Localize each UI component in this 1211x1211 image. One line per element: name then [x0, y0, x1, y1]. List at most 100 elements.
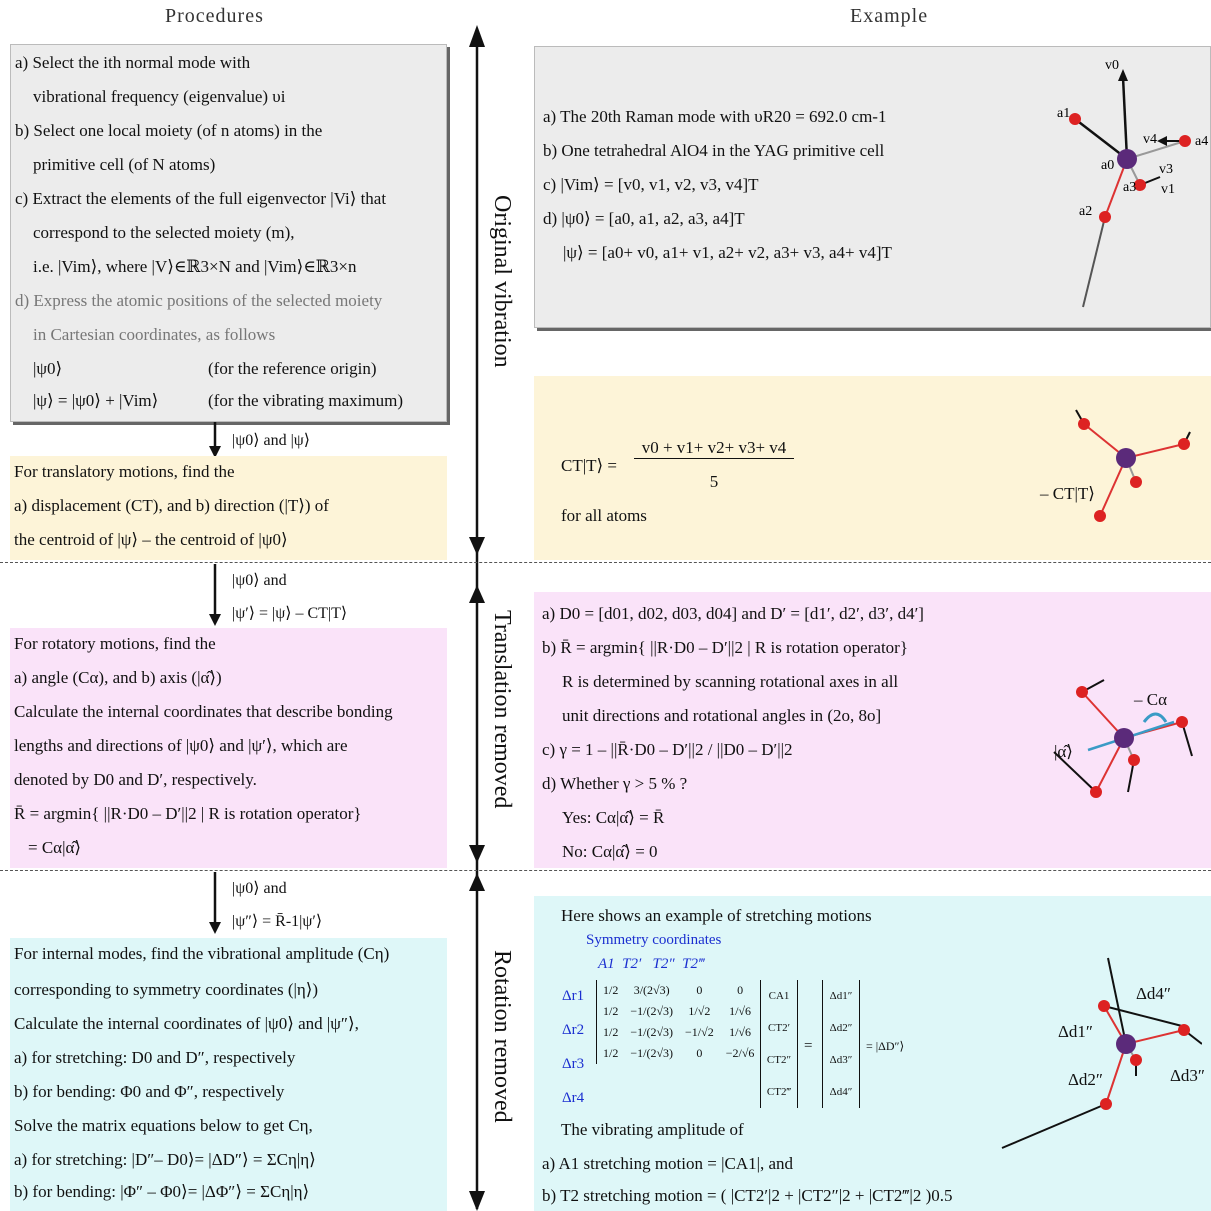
equals-sign: = — [804, 1038, 813, 1054]
c-vector-cell: CT2″ — [766, 1054, 792, 1066]
row-label: Δr2 — [562, 1022, 585, 1038]
label-a4: a4 — [1195, 134, 1208, 149]
step1-line: i.e. |Vim⟩, where |V⟩∈ℝ3×N and |Vim⟩∈ℝ3×… — [33, 257, 357, 276]
step4-line: Calculate the internal coordinates of |ψ… — [14, 1014, 359, 1033]
step1-line: (for the reference origin) — [208, 359, 377, 378]
col-label: A1 — [598, 956, 615, 972]
example1-line: |ψ⟩ = [a0+ v0, a1+ v1, a2+ v2, a3+ v3, a… — [563, 243, 892, 262]
matrix-cell: 0 — [696, 1046, 703, 1060]
example-internal-modes: Here shows an example of stretching moti… — [534, 896, 1211, 1211]
c-vector-cell: CT2′ — [768, 1022, 790, 1034]
matrix-cell: 1/√6 — [729, 1004, 752, 1018]
label-rotation-removed: Rotation removed — [489, 950, 515, 1123]
label-minus-c-alpha: – Cα — [1134, 690, 1167, 709]
step1-line: |ψ⟩ = |ψ0⟩ + |Vim⟩ — [33, 391, 159, 410]
step3-line: For rotatory motions, find the — [14, 634, 216, 653]
arrow2-label: |ψ′⟩ = |ψ⟩ – CT|T⟩ — [232, 605, 348, 622]
step4-line: a) for stretching: D0 and D″, respective… — [14, 1048, 296, 1067]
step3-line: denoted by D0 and D′, respectively. — [14, 770, 257, 789]
row-label: Δr1 — [562, 988, 585, 1004]
flow-arrow-3 — [209, 872, 221, 934]
col-label: T2′ — [622, 956, 642, 972]
symmetry-coordinates-title: Symmetry coordinates — [586, 932, 722, 948]
c-vector-cell: CT2‴ — [766, 1086, 792, 1098]
arrow2-label: |ψ0⟩ and — [232, 572, 287, 589]
step2-line: a) displacement (CT), and b) direction (… — [14, 496, 329, 515]
step4-line: b) for bending: Φ0 and Φ″, respectively — [14, 1082, 285, 1101]
arrow3-label: |ψ″⟩ = R̄-1|ψ′⟩ — [232, 913, 323, 930]
divider-1 — [0, 562, 1211, 563]
symmetry-columns: A1 T2′ T2″ T2‴ — [598, 954, 704, 974]
step1-line: (for the vibrating maximum) — [208, 391, 403, 410]
row-label: Δr3 — [562, 1056, 585, 1072]
step4-line: Solve the matrix equations below to get … — [14, 1116, 313, 1135]
matrix-cell: 1/√6 — [729, 1025, 752, 1039]
translation-label: – CT|T⟩ — [1040, 484, 1095, 503]
arrow3-label: |ψ0⟩ and — [232, 880, 287, 897]
step3-line: Calculate the internal coordinates that … — [14, 702, 393, 721]
step1-line: |ψ0⟩ — [33, 359, 63, 378]
procedure-step-3: For rotatory motions, find the a) angle … — [10, 628, 447, 868]
example3-line: R is determined by scanning rotational a… — [562, 672, 899, 691]
example3-line: No: Cα|α̂⟩ = 0 — [562, 842, 658, 861]
step1-line: primitive cell (of N atoms) — [33, 155, 216, 174]
arrow1-label: |ψ0⟩ and |ψ⟩ — [232, 432, 311, 449]
translation-denominator: 5 — [709, 472, 719, 491]
translation-footnote: for all atoms — [561, 506, 647, 525]
example3-line: Yes: Cα|α̂⟩ = R̄ — [562, 808, 665, 827]
step2-line: the centroid of |ψ⟩ – the centroid of |ψ… — [14, 530, 288, 549]
procedure-step-1: a) Select the ith normal mode with vibra… — [10, 44, 447, 422]
label-v1: v1 — [1161, 182, 1175, 197]
label-delta-d3: Δd3″ — [1170, 1066, 1206, 1085]
step4-line: b) for bending: |Φ″ – Φ0⟩= |ΔΦ″⟩ = ΣCη|η… — [14, 1182, 310, 1201]
procedure-step-4: For internal modes, find the vibrational… — [10, 938, 447, 1211]
example1-line: c) |Vim⟩ = [v0, v1, v2, v3, v4]T — [543, 175, 759, 194]
label-delta-d4: Δd4″ — [1136, 984, 1172, 1003]
label-delta-d2: Δd2″ — [1068, 1070, 1104, 1089]
internal-intro: Here shows an example of stretching moti… — [561, 906, 872, 925]
amplitude-a: a) A1 stretching motion = |CA1|, and — [542, 1154, 794, 1173]
step1-line: in Cartesian coordinates, as follows — [33, 325, 276, 344]
step1-line: vibrational frequency (eigenvalue) υi — [33, 87, 286, 106]
matrix-cell: −2/√6 — [725, 1046, 755, 1060]
step3-line: R̄ = argmin{ ||R·D0 – D′||2 | R is rotat… — [14, 804, 362, 823]
amplitude-title: The vibrating amplitude of — [561, 1120, 744, 1139]
translation-molecule — [1075, 409, 1191, 522]
c-vector-cell: CA1 — [768, 990, 790, 1002]
example-rotation: a) D0 = [d01, d02, d03, d04] and D′ = [d… — [534, 592, 1211, 868]
label-a1: a1 — [1057, 106, 1070, 121]
matrix-cell: 1/√2 — [688, 1004, 711, 1018]
matrix-cell: −1/(2√3) — [630, 1025, 674, 1039]
step4-line: For internal modes, find the vibrational… — [14, 944, 390, 963]
flow-arrow-2 — [209, 564, 221, 626]
example3-line: c) γ = 1 – ||R̄·D0 – D′||2 / ||D0 – D′||… — [542, 740, 793, 759]
label-original-vibration: Original vibration — [489, 195, 515, 368]
step1-line: b) Select one local moiety (of n atoms) … — [15, 121, 323, 140]
example-header: Example — [850, 5, 929, 27]
example3-line: a) D0 = [d01, d02, d03, d04] and D′ = [d… — [542, 604, 924, 623]
example3-line: unit directions and rotational angles in… — [562, 706, 882, 725]
example3-line: d) Whether γ > 5 % ? — [542, 774, 688, 793]
example3-line: b) R̄ = argmin{ ||R·D0 – D′||2 | R is ro… — [542, 638, 908, 657]
delta-d-cell: Δd2″ — [829, 1022, 853, 1034]
col-label: T2‴ — [682, 956, 705, 972]
example1-line: d) |ψ0⟩ = [a0, a1, a2, a3, a4]T — [543, 209, 745, 228]
central-axis-arrow — [469, 25, 485, 1211]
matrix-cell: 1/2 — [603, 1046, 619, 1060]
flow-arrow-1 — [209, 422, 221, 458]
step1-line: a) Select the ith normal mode with — [15, 53, 251, 72]
label-translation-removed: Translation removed — [489, 610, 515, 809]
label-delta-d1: Δd1″ — [1058, 1022, 1094, 1041]
label-a3: a3 — [1123, 180, 1136, 195]
delta-d-cell: Δd4″ — [829, 1086, 853, 1098]
delta-d-cell: Δd3″ — [829, 1054, 853, 1066]
matrix-cell: −1/(2√3) — [630, 1004, 674, 1018]
matrix-cell: −1/(2√3) — [630, 1046, 674, 1060]
translation-lhs: CT|T⟩ = — [561, 456, 617, 475]
step3-line: lengths and directions of |ψ0⟩ and |ψ′⟩,… — [14, 736, 348, 755]
example-translation: CT|T⟩ = v0 + v1+ v2+ v3+ v4 5 for all at… — [534, 376, 1211, 560]
step3-line: a) angle (Cα), and b) axis (|α̂⟩) — [14, 668, 222, 687]
label-v4: v4 — [1143, 132, 1157, 147]
step1-line: correspond to the selected moiety (m), — [33, 223, 295, 242]
